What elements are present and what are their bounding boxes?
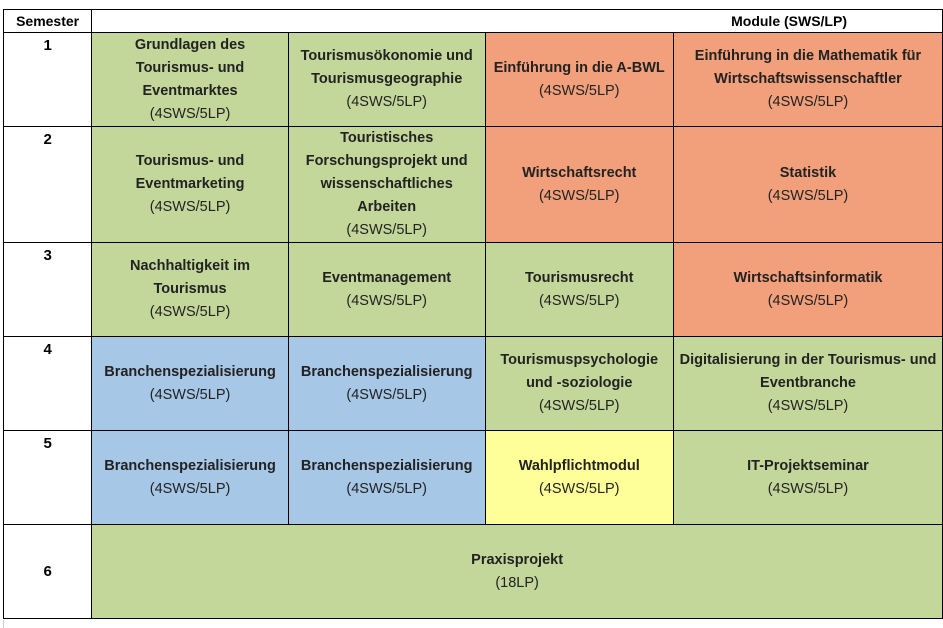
- module-credits: (4SWS/5LP): [538, 187, 620, 204]
- module-credits: (4SWS/5LP): [767, 398, 849, 414]
- semester-row: 2 Tourismus- und Eventmarketing (4SWS/5LP)…: [2, 126, 943, 243]
- module-credits: (4SWS/5LP): [538, 82, 620, 99]
- module-title: Branchenspezialisierung: [300, 457, 473, 474]
- module-cell: Wirtschaftsrecht (4SWS/5LP): [484, 126, 674, 243]
- module-title: Digitalisierung in der Tourismus- und Ev…: [679, 352, 937, 391]
- module-title: Touristisches Forschungsprojekt und wiss…: [305, 130, 468, 215]
- semester-number: 5: [2, 430, 93, 525]
- module-credits: (4SWS/5LP): [538, 292, 620, 309]
- module-credits: (4SWS/5LP): [346, 222, 427, 238]
- module-cell: Wirtschaftsinformatik (4SWS/5LP): [672, 242, 943, 337]
- module-title: IT-Projektseminar: [747, 457, 869, 474]
- module-credits: (4SWS/5LP): [767, 187, 849, 204]
- module-cell: Wahlpflichtmodul (4SWS/5LP): [484, 430, 674, 525]
- module-cell: Tourismusrecht (4SWS/5LP): [484, 242, 674, 337]
- module-credits: (18LP): [495, 574, 539, 591]
- module-cell: Touristisches Forschungsprojekt und wiss…: [287, 126, 486, 243]
- module-credits: (4SWS/5LP): [767, 94, 849, 110]
- module-cell: Branchenspezialisierung (4SWS/5LP): [287, 430, 486, 525]
- semester-header: Semester: [2, 9, 93, 33]
- module-title: Tourismuspsychologie und -soziologie: [500, 352, 659, 391]
- module-credits: (4SWS/5LP): [538, 480, 620, 497]
- module-cell: Branchenspezialisierung (4SWS/5LP): [287, 336, 486, 431]
- semester-number: 2: [2, 126, 93, 243]
- module-title: Einführung in die Mathematik für Wirtsch…: [694, 48, 922, 87]
- module-cell: Tourismusökonomie und Tourismusgeographi…: [287, 32, 486, 127]
- module-credits: (4SWS/5LP): [346, 386, 427, 403]
- module-cell: Branchenspezialisierung (4SWS/5LP): [91, 336, 289, 431]
- header-row: Semester Module (SWS/LP): [2, 9, 943, 33]
- module-credits: (4SWS/5LP): [767, 292, 849, 309]
- module-credits: (4SWS/5LP): [149, 386, 231, 403]
- module-cell: Einführung in die Mathematik für Wirtsch…: [672, 32, 943, 127]
- module-credits: (4SWS/5LP): [149, 480, 231, 497]
- module-cell: Statistik (4SWS/5LP): [672, 126, 943, 243]
- module-title: Eventmanagement: [322, 269, 452, 286]
- semester-number: 1: [2, 32, 93, 127]
- module-cell: Grundlagen des Tourismus- und Eventmarkt…: [91, 32, 289, 127]
- module-title: Branchenspezialisierung: [104, 363, 276, 380]
- module-cell: Tourismus- und Eventmarketing (4SWS/5LP): [91, 126, 289, 243]
- module-cell: Branchenspezialisierung (4SWS/5LP): [91, 430, 289, 525]
- module-title: Tourismusrecht: [524, 269, 634, 286]
- module-title: Praxisprojekt: [471, 551, 564, 568]
- module-cell: IT-Projektseminar (4SWS/5LP): [672, 430, 943, 525]
- semester-number: 6: [2, 524, 93, 619]
- module-credits: (4SWS/5LP): [149, 105, 231, 122]
- module-title: Nachhaltigkeit im Tourismus: [130, 258, 251, 297]
- module-cell: Einführung in die A-BWL (4SWS/5LP): [484, 32, 674, 127]
- module-cell: Tourismuspsychologie und -soziologie (4SW…: [484, 336, 674, 431]
- module-cell-praxisprojekt: Praxisprojekt (18LP): [91, 524, 943, 619]
- module-title: Branchenspezialisierung: [104, 457, 276, 474]
- module-title: Wirtschaftsrecht: [522, 164, 637, 181]
- module-title: Wirtschaftsinformatik: [733, 269, 883, 286]
- module-title: Branchenspezialisierung: [300, 363, 473, 380]
- module-title: Tourismusökonomie und Tourismusgeographi…: [300, 48, 473, 87]
- module-title: Tourismus- und Eventmarketing: [135, 153, 245, 192]
- module-plan-table: Semester Module (SWS/LP) 1 Grundlagen des…: [2, 9, 943, 619]
- module-credits: (4SWS/5LP): [767, 480, 849, 497]
- module-credits: (4SWS/5LP): [149, 304, 231, 320]
- final-row: 6 Praxisprojekt (18LP): [2, 524, 943, 619]
- semester-row: 1 Grundlagen des Tourismus- und Eventmark…: [2, 32, 943, 127]
- modules-header: Module (SWS/LP): [91, 9, 943, 33]
- page-edge-mark: [3, 620, 4, 628]
- semester-number: 3: [2, 242, 93, 337]
- module-title: Grundlagen des Tourismus- und Eventmarkt…: [134, 36, 246, 99]
- module-credits: (4SWS/5LP): [346, 94, 427, 110]
- module-credits: (4SWS/5LP): [149, 199, 231, 215]
- module-title: Statistik: [779, 164, 837, 181]
- module-cell: Digitalisierung in der Tourismus- und Ev…: [672, 336, 943, 431]
- module-title: Einführung in die A-BWL: [493, 59, 665, 76]
- module-credits: (4SWS/5LP): [346, 480, 427, 497]
- module-cell: Eventmanagement (4SWS/5LP): [287, 242, 486, 337]
- module-title: Wahlpflichtmodul: [518, 457, 640, 474]
- module-credits: (4SWS/5LP): [346, 292, 427, 309]
- semester-rows: 1 Grundlagen des Tourismus- und Eventmark…: [2, 32, 943, 525]
- module-credits: (4SWS/5LP): [538, 398, 620, 414]
- semester-number: 4: [2, 336, 93, 431]
- module-cell: Nachhaltigkeit im Tourismus (4SWS/5LP): [91, 242, 289, 337]
